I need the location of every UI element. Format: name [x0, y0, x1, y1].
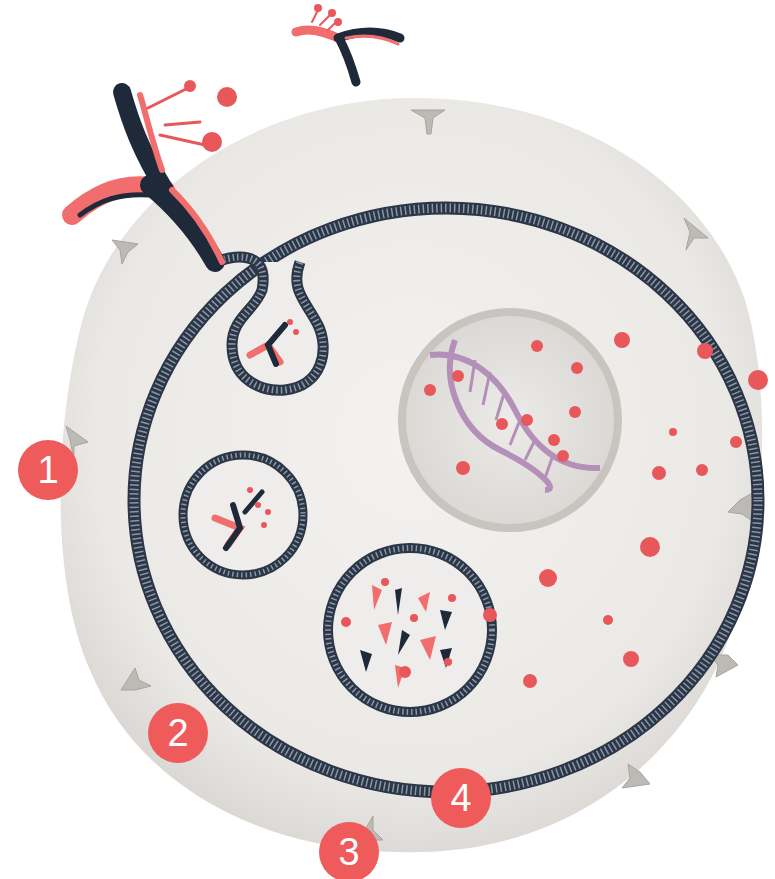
surface-receptors — [66, 110, 754, 840]
cell-body — [61, 98, 763, 852]
nucleus — [402, 312, 618, 528]
lysosome-ridges — [328, 548, 492, 712]
vesicle-ridges — [183, 455, 303, 575]
antibody-fragments — [341, 578, 497, 688]
vesicle — [183, 455, 303, 575]
callout-number: 3 — [319, 822, 379, 879]
callout-number: 1 — [18, 440, 78, 500]
callout-number: 4 — [431, 768, 491, 828]
lysosome — [328, 548, 492, 712]
membrane-ring — [134, 208, 758, 792]
vesicle-antibody — [215, 487, 271, 548]
callout-number: 2 — [148, 703, 208, 763]
endocytic-pocket — [215, 257, 323, 390]
antibody-drug-conjugate — [72, 80, 237, 262]
payload-dots — [424, 332, 768, 688]
internalized-antibody — [250, 319, 299, 364]
membrane-ridges — [134, 208, 758, 792]
free-antibody-conjugate — [296, 4, 400, 82]
dna-helix — [430, 340, 600, 490]
endocytic-pocket-ridges — [215, 257, 323, 390]
